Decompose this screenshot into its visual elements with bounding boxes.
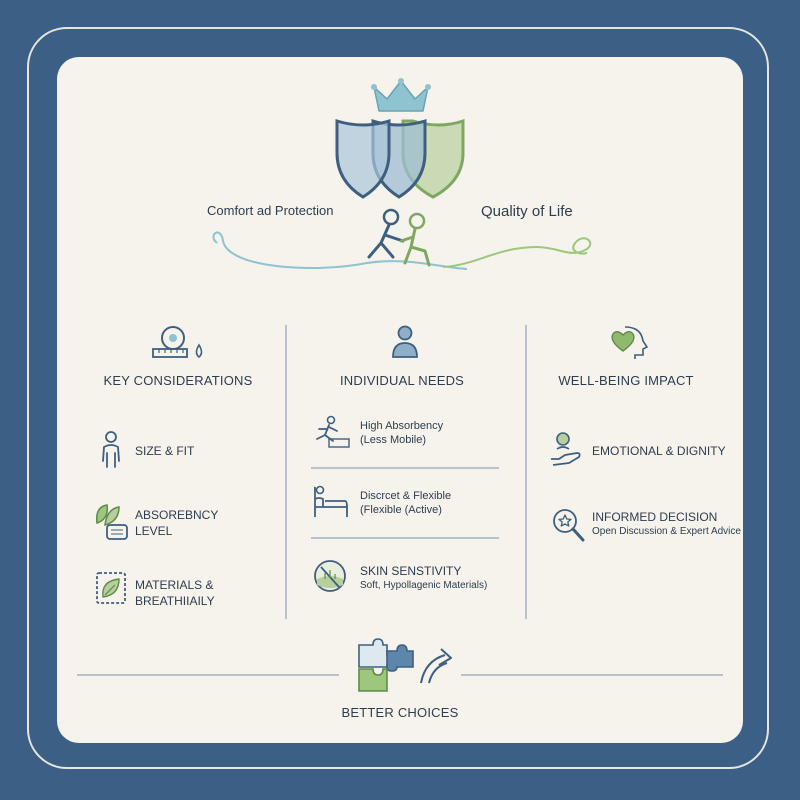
item-materials-line1: MATERIALS & (135, 578, 214, 592)
column-divider (525, 325, 527, 619)
item-discreet-flexible-sub: (Flexible (Active) (360, 504, 442, 516)
leaf-pad-icon (95, 504, 128, 540)
people-helping-icon (367, 208, 431, 267)
wave-line (212, 231, 592, 270)
item-informed-decision-sub: Open Discussion & Expert Advice (592, 526, 741, 537)
item-skin-sensitivity-sub: Soft, Hypollagenic Materials) (360, 580, 488, 591)
item-high-absorbency-title: High Absorbency (360, 420, 444, 432)
runner-icon (316, 415, 350, 448)
bed-icon (314, 485, 348, 517)
skin-icon (314, 560, 346, 592)
shield-icon (335, 118, 465, 199)
hand-person-icon (551, 432, 581, 466)
item-high-absorbency: High Absorbency (Less Mobile) (360, 419, 443, 447)
item-informed-decision: INFORMED DECISION Open Discussion & Expe… (592, 509, 741, 539)
hero-left-label: Comfort ad Protection (207, 203, 334, 218)
item-high-absorbency-sub: (Less Mobile) (360, 434, 427, 446)
infographic-card: Comfort ad Protection Quality of Life KE… (57, 57, 743, 743)
item-materials-line2: BREATHIIAILY (135, 594, 215, 608)
magnifier-star-icon (553, 509, 585, 542)
footer-line-left (77, 674, 339, 676)
item-emotional-dignity: EMOTIONAL & DIGNITY (592, 444, 726, 458)
outer-frame (27, 27, 769, 769)
column-header-well-being-impact: WELL-BEING IMPACT (558, 373, 694, 388)
fabric-leaf-icon (96, 572, 126, 604)
item-discreet-flexible-title: Discrcet & Flexible (360, 490, 452, 502)
item-discreet-flexible: Discrcet & Flexible (Flexible (Active) (360, 489, 451, 517)
item-skin-sensitivity: SKIN SENSTIVITY Soft, Hypollagenic Mater… (360, 563, 487, 593)
tape-measure-icon (152, 326, 203, 359)
item-absorbency-line2: LEVEL (135, 524, 173, 538)
heart-head-icon (611, 326, 649, 359)
hero-right-label: Quality of Life (481, 203, 573, 220)
item-absorbency-line1: ABSOREBNCY (135, 508, 219, 522)
footer-label: BETTER CHOICES (341, 705, 459, 720)
item-size-fit: SIZE & FIT (135, 444, 195, 458)
row-divider (311, 537, 499, 539)
puzzle-icon (358, 638, 414, 692)
column-header-key-considerations: KEY CONSIDERATIONS (103, 373, 253, 388)
person-icon (102, 431, 120, 468)
crown-icon (371, 78, 431, 112)
row-divider (311, 467, 499, 469)
item-materials: MATERIALS & BREATHIIAILY (135, 577, 215, 609)
column-divider (285, 325, 287, 619)
item-skin-sensitivity-title: SKIN SENSTIVITY (360, 564, 462, 578)
arrow-up-icon (420, 648, 452, 684)
user-icon (392, 325, 418, 358)
footer-line-right (461, 674, 723, 676)
item-informed-decision-title: INFORMED DECISION (592, 510, 718, 524)
item-absorbency: ABSOREBNCY LEVEL (135, 507, 218, 539)
column-header-individual-needs: INDIVIDUAL NEEDS (339, 373, 465, 388)
